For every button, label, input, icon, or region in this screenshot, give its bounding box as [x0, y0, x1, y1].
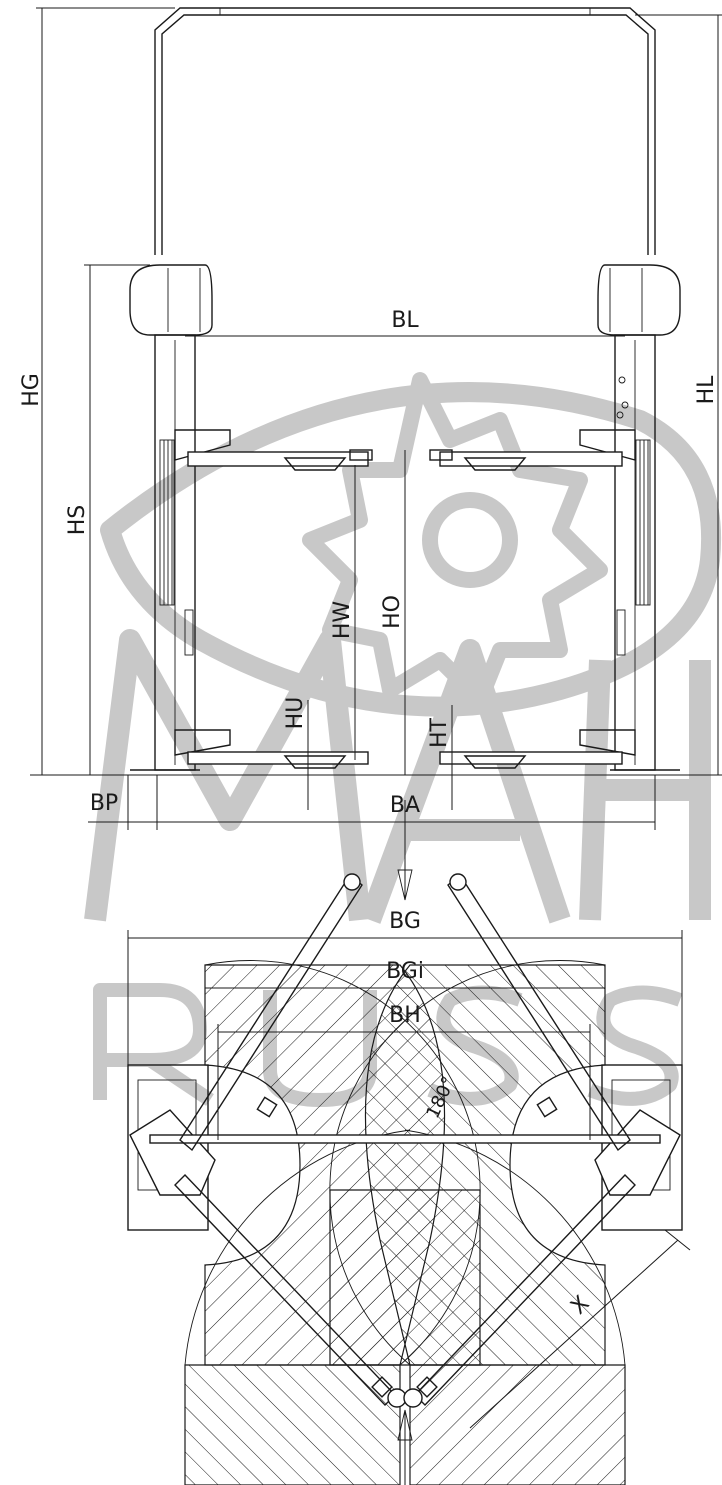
- lift-front-view: [30, 7, 722, 776]
- label-hs: HS: [65, 505, 90, 536]
- label-hu: HU: [283, 697, 308, 730]
- label-bl: BL: [391, 308, 419, 333]
- label-ho: HO: [380, 595, 405, 629]
- label-ht: HT: [427, 717, 452, 748]
- label-bh: BH: [389, 1003, 421, 1028]
- label-hw: HW: [330, 601, 355, 640]
- label-hl: HL: [694, 375, 719, 405]
- label-bp: BP: [90, 791, 118, 816]
- dimension-lines-front: [36, 7, 722, 901]
- label-ba: BA: [390, 793, 420, 818]
- label-hg: HG: [19, 373, 44, 407]
- dimension-lines-plan: [127, 930, 691, 1429]
- label-bg: BG: [389, 909, 421, 934]
- lift-plan-view: [127, 873, 683, 1485]
- left-chain: [159, 439, 175, 606]
- label-bgi: BGi: [386, 959, 424, 984]
- right-chain: [635, 439, 651, 606]
